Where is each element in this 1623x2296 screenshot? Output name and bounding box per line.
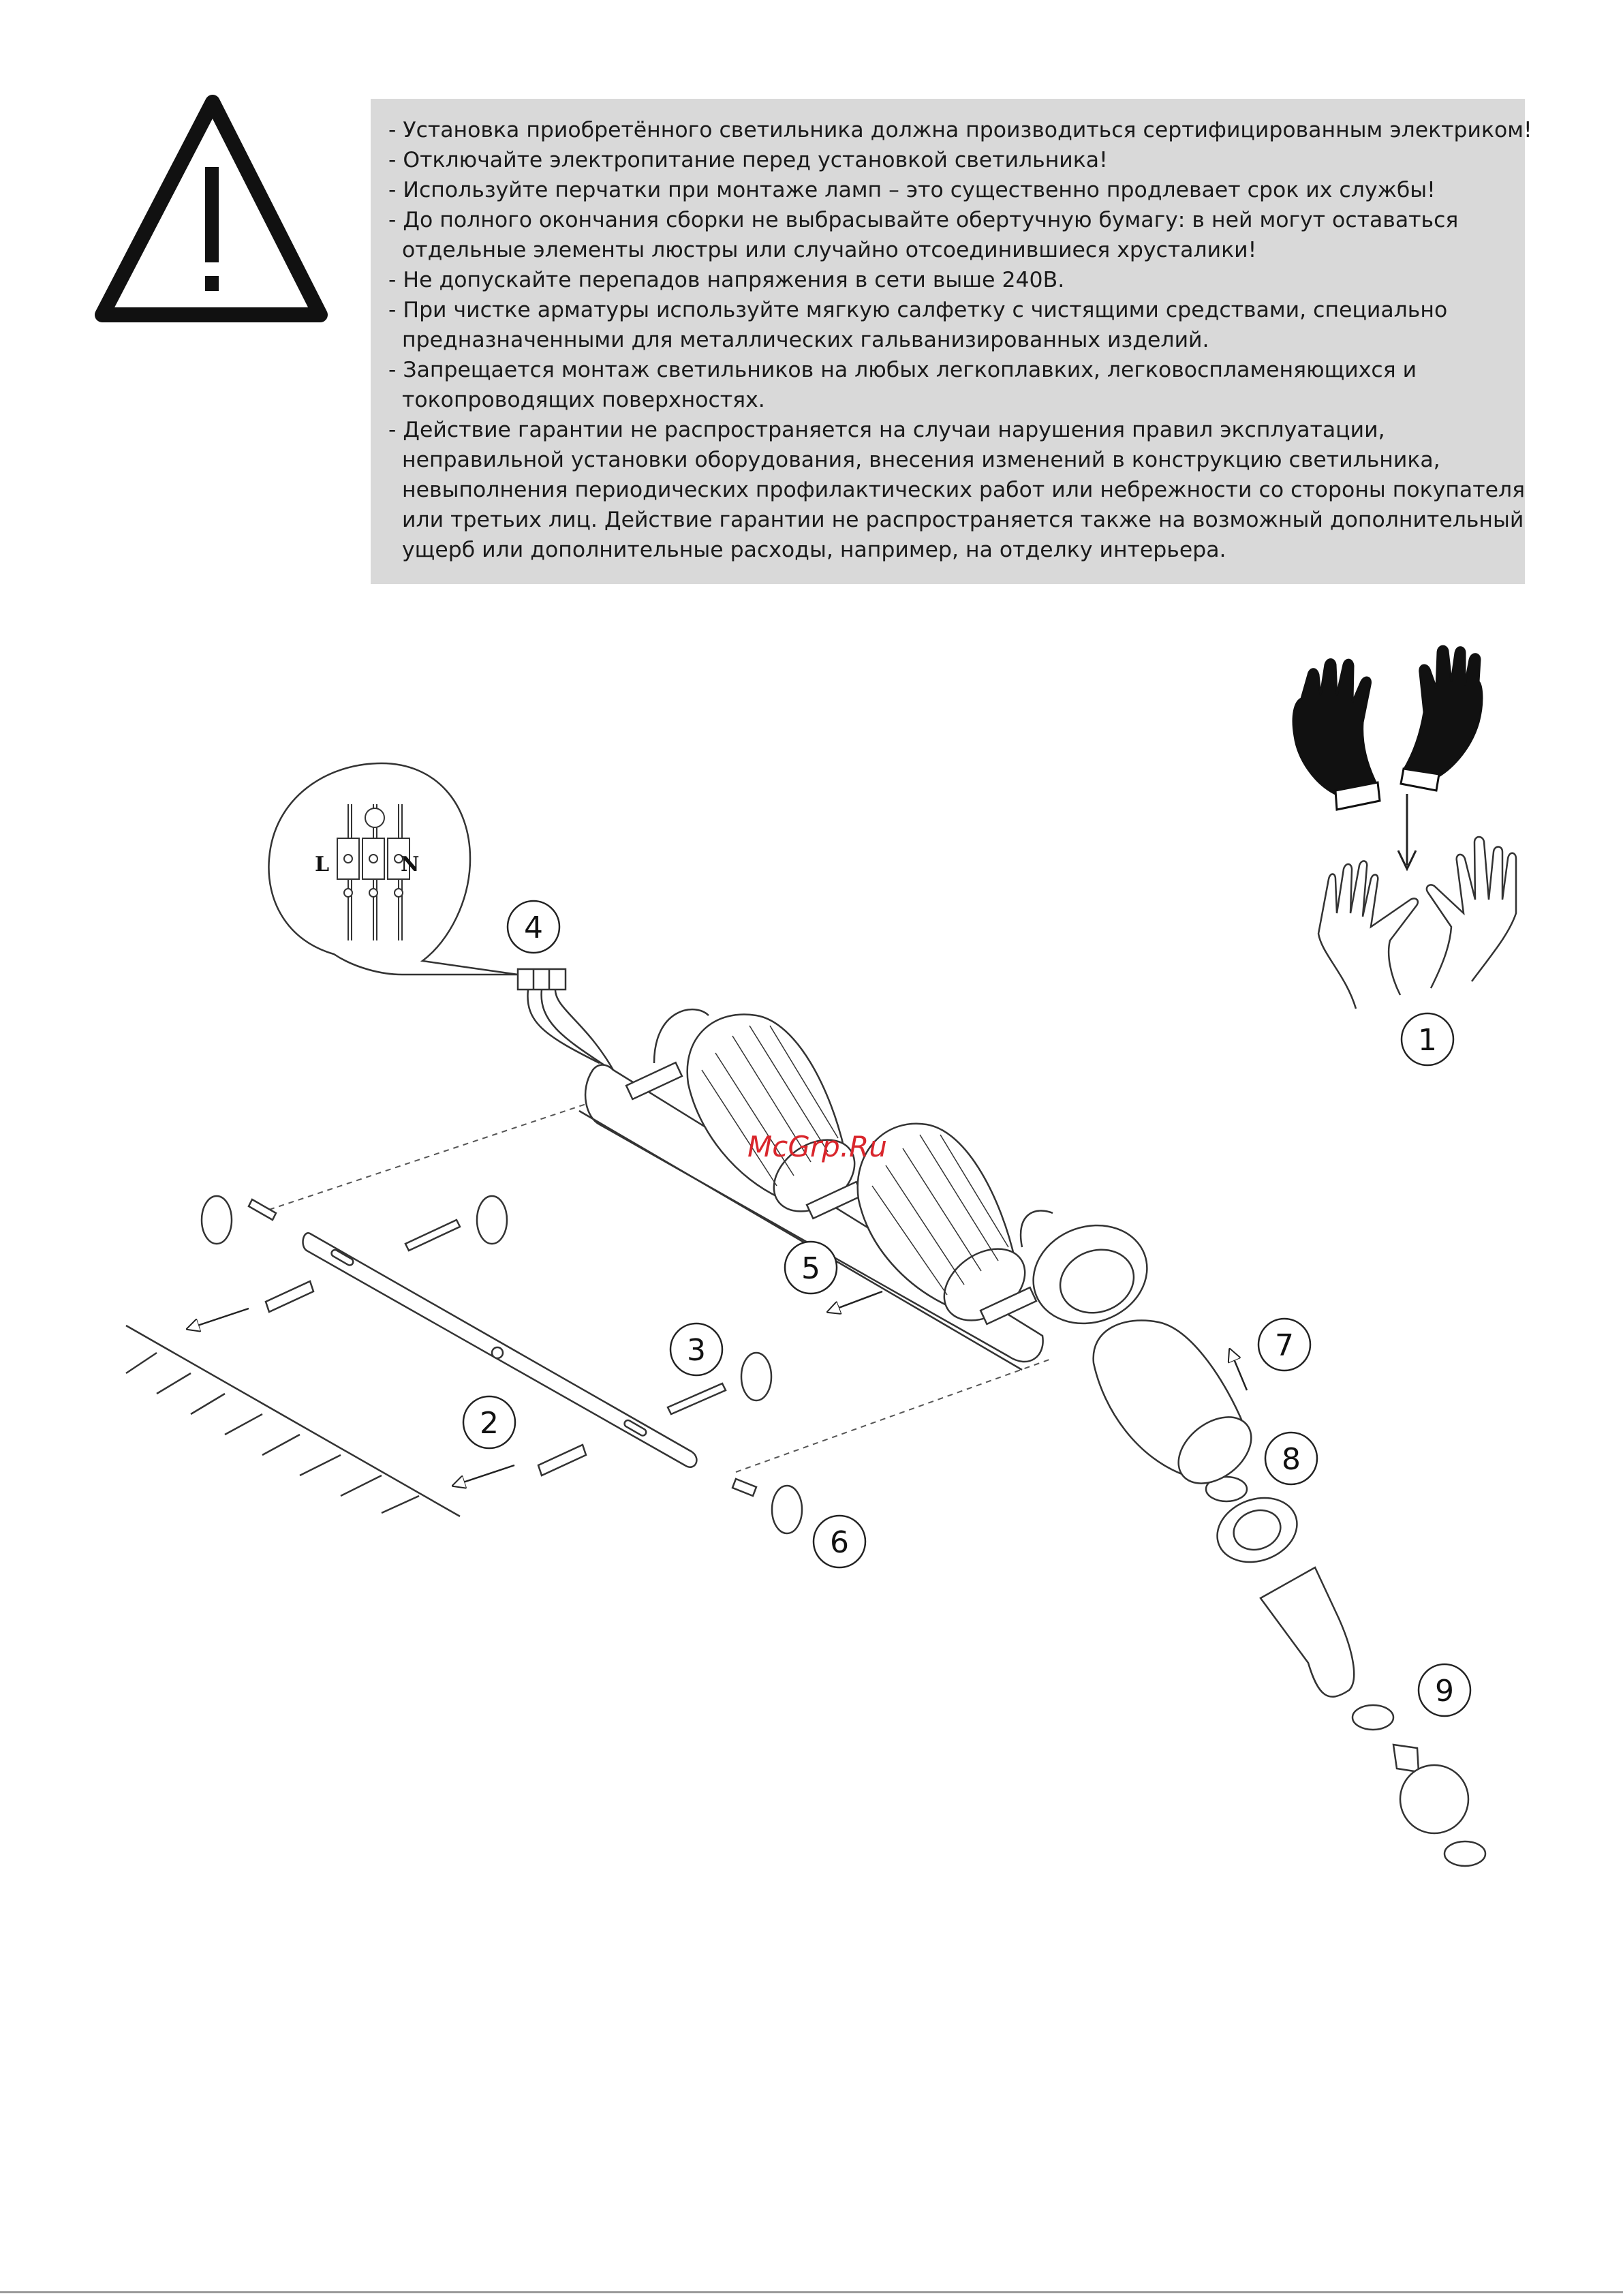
safety-warnings-box: - Установка приобретённого светильника д… — [371, 99, 1532, 584]
screws-and-dowels — [247, 1198, 758, 1497]
warning-triangle-icon — [95, 95, 328, 322]
wire-neutral-label: N — [401, 853, 419, 876]
bottom-rule — [0, 2291, 1623, 2293]
ring-part — [1216, 1497, 1298, 1563]
ceiling-surface — [125, 1324, 461, 1518]
safety-warnings-list: - Установка приобретённого светильника д… — [388, 115, 1532, 565]
warning-line: - Действие гарантии не распространяется … — [388, 418, 1385, 442]
step-7-label: 7 — [1275, 1328, 1294, 1363]
rotate-arrow-icon — [200, 1195, 1487, 1867]
step-1-label: 1 — [1418, 1023, 1437, 1058]
mounting-plate — [302, 1232, 698, 1468]
shade-part — [1092, 1319, 1252, 1484]
warning-line: - До полного окончания сборки не выбрасы… — [388, 208, 1459, 232]
step-4-label: 4 — [524, 910, 543, 945]
down-arrow-icon — [1397, 794, 1417, 872]
terminal-block — [516, 968, 615, 1071]
warning-line: - Не допускайте перепадов напряжения в с… — [388, 268, 1065, 292]
warning-line: - Запрещается монтаж светильников на люб… — [388, 358, 1417, 382]
step-3-label: 3 — [687, 1333, 706, 1368]
watermark: McGrp.Ru — [747, 1130, 887, 1163]
warning-line: - Отключайте электропитание перед устано… — [388, 148, 1108, 172]
step-8-label: 8 — [1282, 1442, 1301, 1477]
bulb-part — [1392, 1743, 1470, 1835]
step-9-label: 9 — [1435, 1674, 1454, 1709]
warning-line: ущерб или дополнительные расходы, наприм… — [388, 538, 1226, 562]
guide-lines — [268, 1103, 1050, 1473]
spotlight-1 — [625, 1008, 856, 1212]
warning-line: предназначенными для металлических гальв… — [388, 328, 1209, 352]
warning-line: - Установка приобретённого светильника д… — [388, 118, 1532, 142]
warning-line: - При чистке арматуры используйте мягкую… — [388, 298, 1448, 322]
warning-line: токопроводящих поверхностях. — [388, 388, 765, 412]
step-6-label: 6 — [830, 1525, 849, 1560]
black-gloves-icon — [1292, 645, 1483, 811]
direction-arrow-icon — [187, 1290, 1248, 1486]
warning-line: или третьих лиц. Действие гарантии не ра… — [388, 508, 1524, 532]
warning-line: неправильной установки оборудования, вне… — [388, 448, 1440, 472]
spotlight-3-socket — [979, 1210, 1148, 1326]
warning-line: - Используйте перчатки при монтаже ламп … — [388, 178, 1436, 202]
wiring-detail: L N — [268, 762, 519, 976]
bare-hands-icon — [1317, 836, 1517, 1009]
step-2-label: 2 — [480, 1406, 499, 1441]
wire-live-label: L — [315, 853, 329, 876]
warning-line: невыполнения периодических профилактичес… — [388, 478, 1526, 502]
step-5-label: 5 — [801, 1251, 820, 1286]
socket-cover-part — [1259, 1566, 1355, 1698]
step-callouts — [462, 900, 1472, 1717]
warning-line: отдельные элементы люстры или случайно о… — [388, 238, 1257, 262]
